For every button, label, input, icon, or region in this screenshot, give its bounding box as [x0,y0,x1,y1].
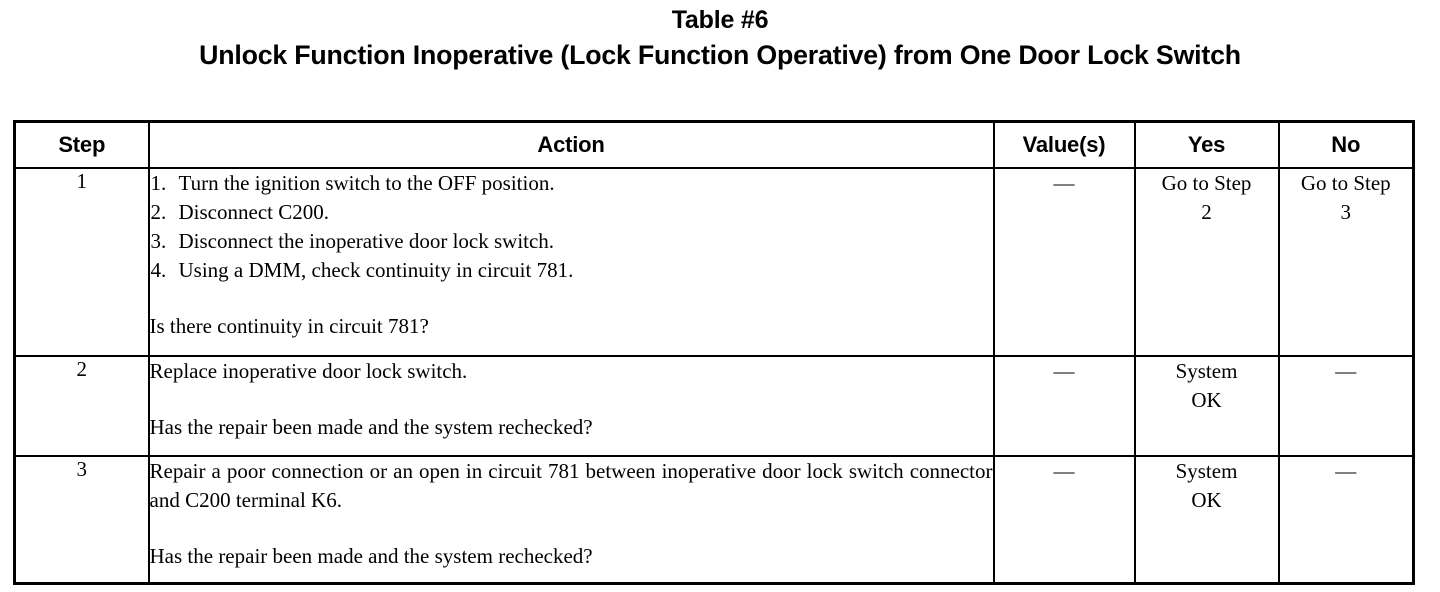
table-subject-title: Unlock Function Inoperative (Lock Functi… [199,39,1241,70]
em-dash: — [1053,459,1075,483]
yes-result-line1: System [1175,459,1238,483]
no-result: — [1277,355,1415,457]
column-header-step: Step [13,120,150,169]
diagnostic-table: Step Action Value(s) Yes No 1 Turn the i… [13,120,1415,585]
diagnostic-table-wrapper: Step Action Value(s) Yes No 1 Turn the i… [13,120,1415,585]
yes-result: System OK [1133,455,1280,585]
table-header: Step Action Value(s) Yes No [13,120,1415,169]
em-dash: — [1053,359,1075,383]
no-result: — [1277,455,1415,585]
no-result-line1: Go to Step [1300,171,1391,195]
yes-result-line1: Go to Step [1161,171,1252,195]
step-number: 1 [13,167,150,357]
column-header-yes: Yes [1133,120,1280,169]
action-statement: Replace inoperative door lock switch. [149,359,468,383]
action-question: Is there continuity in circuit 781? [149,314,429,338]
yes-result-line1: System [1175,359,1238,383]
list-item: Turn the ignition switch to the OFF posi… [151,169,555,198]
value-cell: — [992,167,1136,357]
table-row: 2 Replace inoperative door lock switch. … [13,355,1415,457]
table-row: 1 Turn the ignition switch to the OFF po… [13,167,1415,357]
spacer [150,386,993,413]
table-row: 3 Repair a poor connection or an open in… [13,455,1415,585]
yes-result-line2: OK [1191,388,1222,412]
step-number: 2 [13,355,150,457]
action-question: Has the repair been made and the system … [149,544,593,568]
no-result: Go to Step 3 [1277,167,1415,357]
yes-result: System OK [1133,355,1280,457]
action-step-list: Turn the ignition switch to the OFF posi… [150,169,993,285]
table-number-title: Table #6 [671,6,769,34]
list-item: Disconnect the inoperative door lock swi… [151,227,555,256]
spacer [150,285,993,312]
table-body: 1 Turn the ignition switch to the OFF po… [13,167,1415,585]
yes-result-line2: OK [1191,488,1222,512]
title-block: Table #6 Unlock Function Inoperative (Lo… [0,0,1440,71]
action-content: Replace inoperative door lock switch. Ha… [147,355,995,457]
action-question: Has the repair been made and the system … [149,415,593,439]
action-statement: Repair a poor connection or an open in c… [149,459,993,512]
no-result-line1: — [1335,359,1357,383]
yes-result-line2: 2 [1201,200,1212,224]
no-result-line1: — [1335,459,1357,483]
list-item: Using a DMM, check continuity in circuit… [151,256,574,285]
action-content: Repair a poor connection or an open in c… [147,455,995,585]
column-header-action: Action [147,120,995,169]
header-row: Step Action Value(s) Yes No [13,120,1415,169]
no-result-line2: 3 [1340,200,1352,224]
em-dash: — [1053,171,1075,195]
column-header-no: No [1277,120,1415,169]
yes-result: Go to Step 2 [1133,167,1280,357]
step-number: 3 [13,455,150,585]
value-cell: — [992,355,1136,457]
column-header-values: Value(s) [992,120,1136,169]
list-item: Disconnect C200. [151,198,329,227]
spacer [150,515,993,542]
action-content: Turn the ignition switch to the OFF posi… [147,167,995,357]
value-cell: — [992,455,1136,585]
